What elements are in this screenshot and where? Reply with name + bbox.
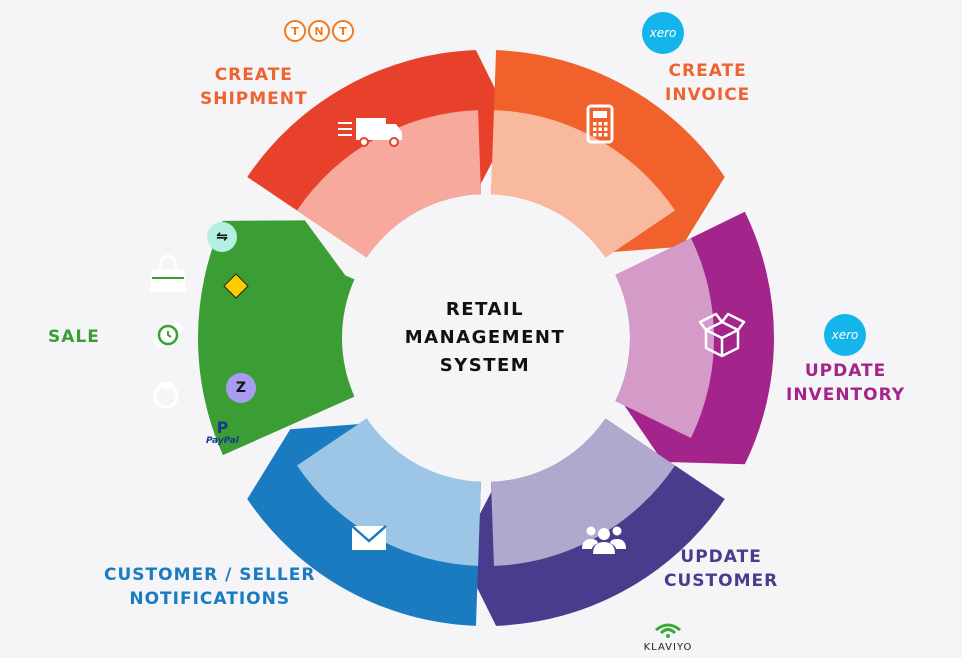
zip-logo: Z xyxy=(226,373,256,403)
calculator-icon xyxy=(586,104,614,144)
segment-invoice xyxy=(491,50,725,258)
afterpay-logo: ⇋ xyxy=(207,222,237,252)
label-create-shipment: CREATE SHIPMENT xyxy=(200,65,308,109)
klaviyo-wifi-icon xyxy=(655,623,681,638)
ring-icon xyxy=(153,382,179,409)
klaviyo-logo: KLAVIYO xyxy=(640,618,696,653)
label-sale: SALE xyxy=(48,327,100,347)
segment-customer xyxy=(459,418,725,626)
segment-invoice-inner-band xyxy=(491,110,676,258)
commbank-logo xyxy=(223,273,249,303)
people-icon xyxy=(582,526,626,554)
paypal-logo: P PayPal xyxy=(206,418,239,447)
xero-logo-inventory: xero xyxy=(824,314,866,356)
segment-customer-inner-band xyxy=(491,418,676,566)
segment-inventory xyxy=(615,211,774,465)
center-title-line3: SYSTEM xyxy=(439,355,531,376)
label-update-customer: UPDATE CUSTOMER xyxy=(664,547,779,591)
center-title-line1: RETAIL xyxy=(445,299,525,320)
center-title: RETAIL MANAGEMENT SYSTEM xyxy=(380,296,590,380)
segment-shipment xyxy=(247,50,513,258)
segment-shipment-inner-band xyxy=(296,110,481,258)
envelope-icon xyxy=(351,525,387,550)
segment-inventory-inner-band xyxy=(615,238,714,438)
segment-notifications xyxy=(247,418,481,626)
xero-logo-invoice: xero xyxy=(642,12,684,54)
segment-notifications-inner-band xyxy=(296,418,481,566)
center-title-line2: MANAGEMENT xyxy=(404,327,566,348)
label-update-inventory: UPDATE INVENTORY xyxy=(786,361,906,405)
label-notifications: CUSTOMER / SELLER NOTIFICATIONS xyxy=(104,565,316,609)
watch-icon xyxy=(153,322,183,348)
delivery-truck-icon xyxy=(338,118,402,147)
label-create-invoice: CREATE INVOICE xyxy=(665,61,751,105)
shopping-bag-icon xyxy=(150,254,186,292)
box-icon xyxy=(698,312,746,358)
diamond-logo-icon xyxy=(223,273,249,299)
